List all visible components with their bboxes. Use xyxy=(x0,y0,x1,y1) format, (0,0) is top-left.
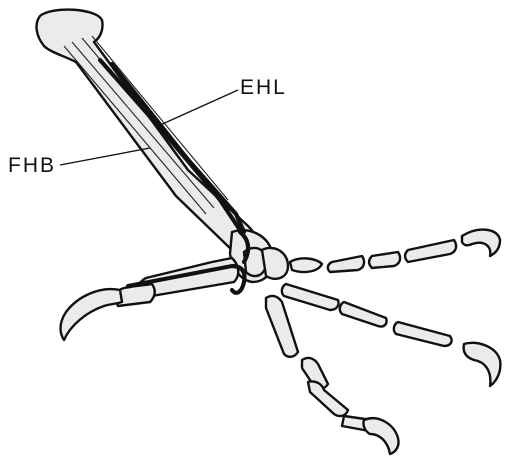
tarsometatarsus-bone xyxy=(37,10,259,260)
ehl-leader-line xyxy=(158,90,238,126)
ehl-label: EHL xyxy=(240,76,287,99)
label-fhb: FHB xyxy=(8,148,150,177)
front-toe-upper xyxy=(290,230,500,272)
label-ehl: EHL xyxy=(158,76,287,126)
fhb-label: FHB xyxy=(8,154,56,177)
fhb-leader-line xyxy=(60,148,150,165)
